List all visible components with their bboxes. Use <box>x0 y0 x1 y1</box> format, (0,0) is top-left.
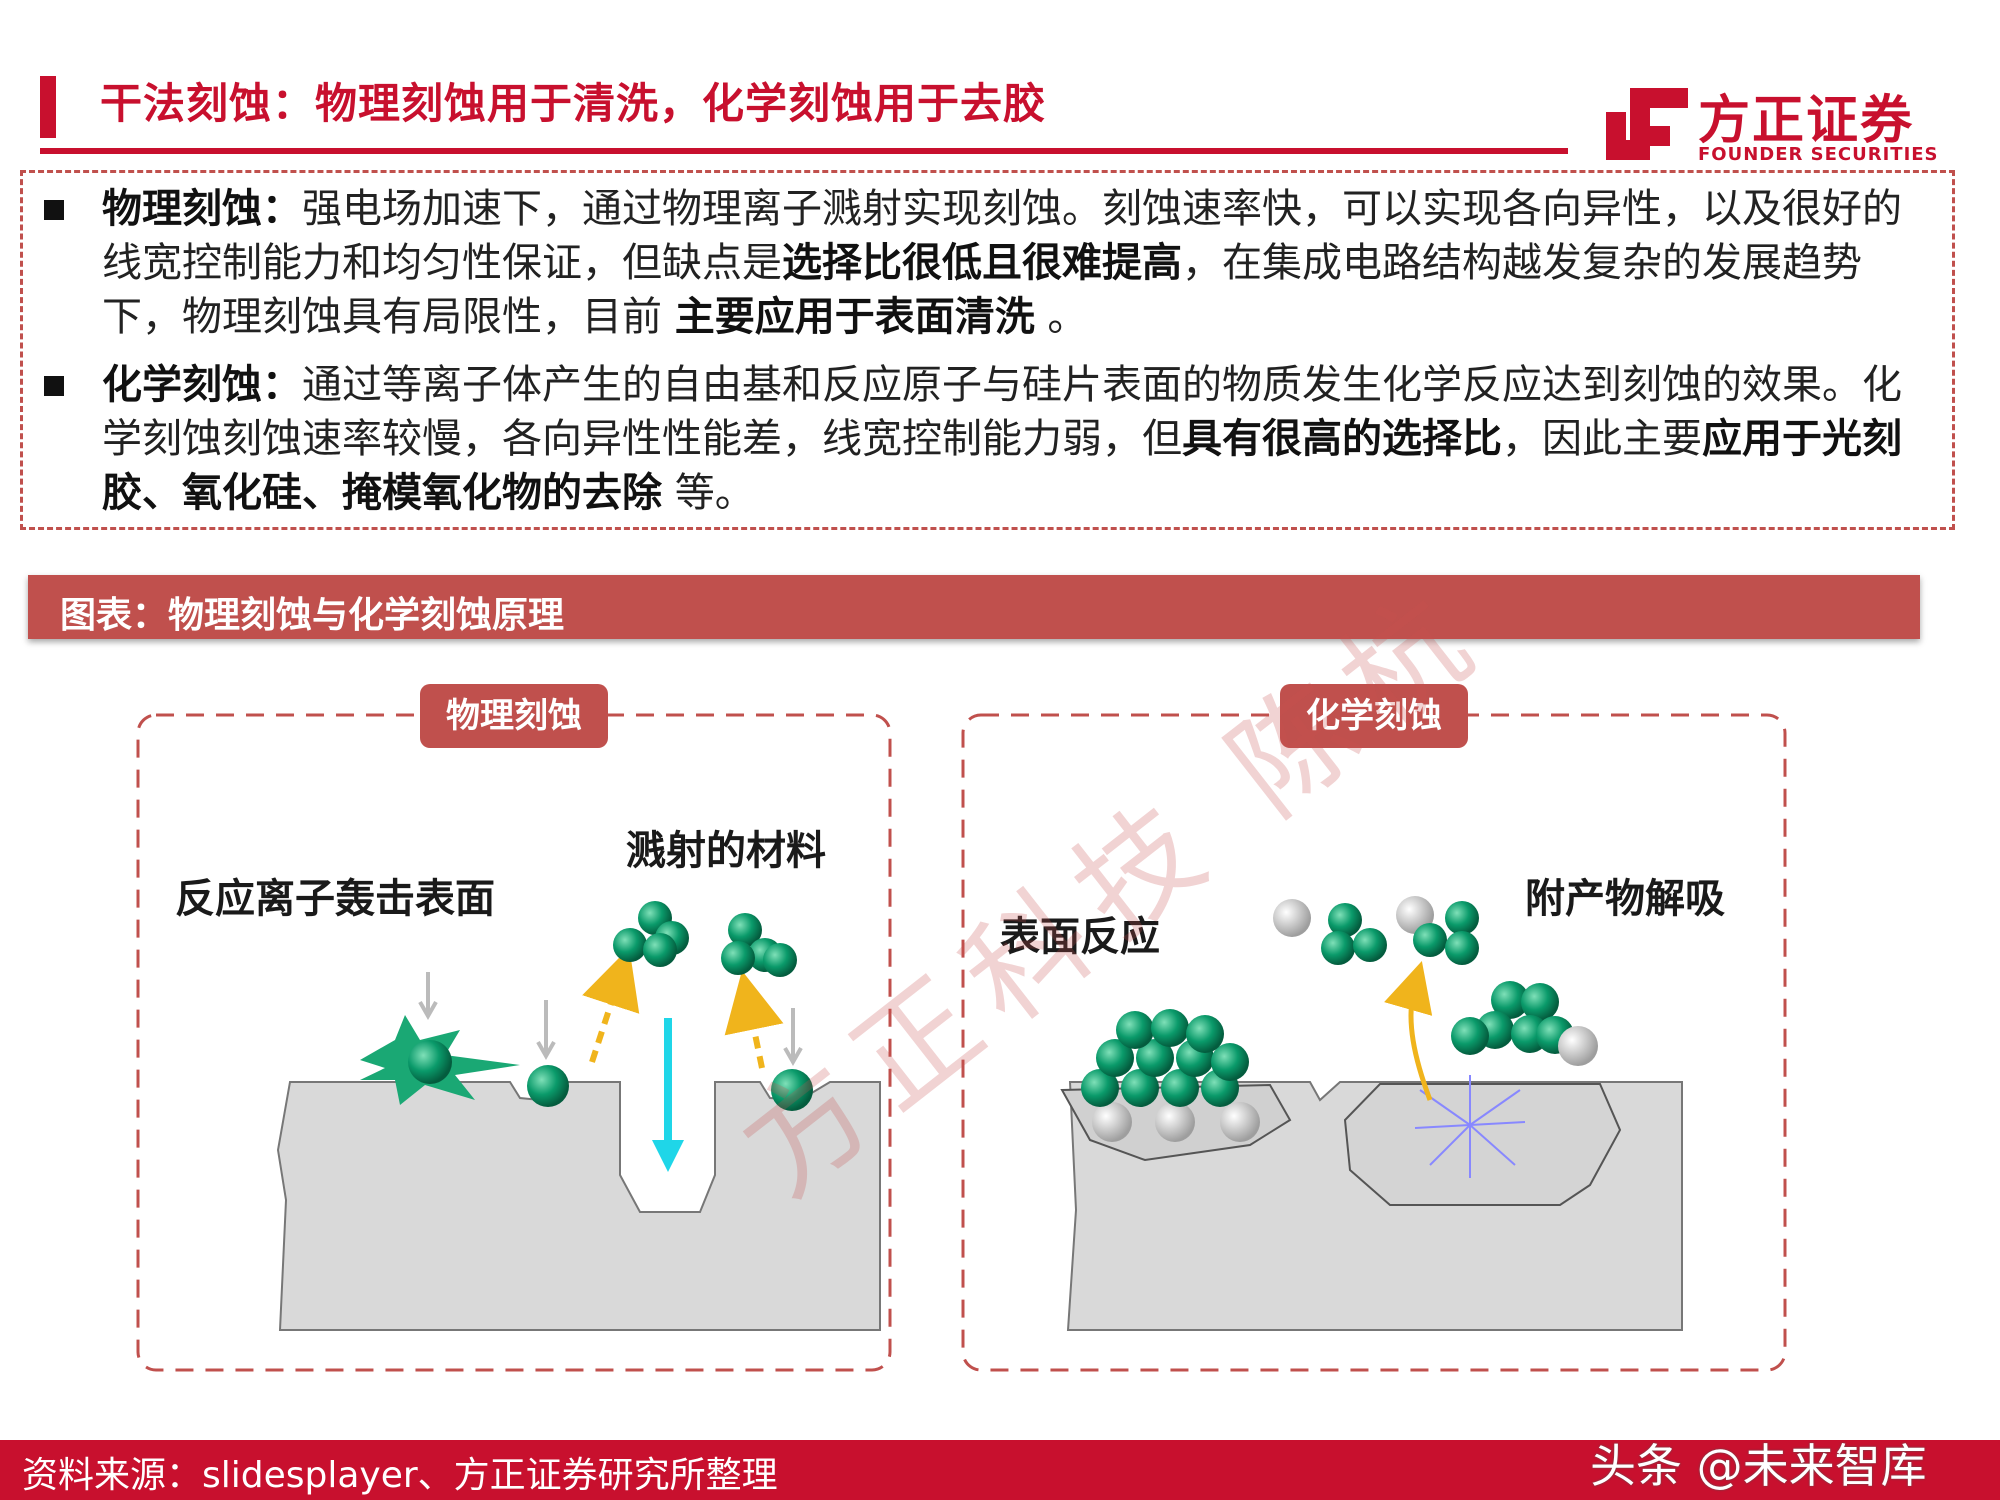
physical-panel-border <box>136 713 892 1372</box>
bullet-text: ，因此主要 <box>1502 416 1702 462</box>
footer-bar <box>0 1440 2000 1500</box>
byproduct-cluster <box>1451 981 1574 1055</box>
figure-title-bar <box>28 575 1920 639</box>
desorption-pit <box>1343 1083 1622 1206</box>
bullet-bold: 具有很高的选择比 <box>1182 416 1502 462</box>
label-byproduct-desorption: 附产物解吸 <box>1525 876 1725 922</box>
bullet-text: 通过等离子体产生的自由基和反应原子与硅片表面的物质发生化学反应达到刻蚀的效果。化… <box>102 362 1902 462</box>
ion-atom <box>408 1040 452 1084</box>
label-surface-reaction: 表面反应 <box>1000 914 1160 960</box>
footer-source: 资料来源：slidesplayer、方正证券研究所整理 <box>22 1455 778 1496</box>
page-title: 干法刻蚀：物理刻蚀用于清洗，化学刻蚀用于去胶 <box>100 79 1047 128</box>
incoming-ion-arrow <box>418 972 438 1021</box>
bullet-text: 。 <box>1034 294 1088 340</box>
label-ion-bombard: 反应离子轰击表面 <box>175 876 495 922</box>
incoming-ion-arrow <box>783 1008 803 1067</box>
reaction-starburst <box>1414 1075 1526 1178</box>
logo-subtitle: FOUNDER SECURITIES <box>1698 144 1939 165</box>
bullet-bold: 应用于光刻胶、氧化硅、掩模氧化物的去除 <box>102 416 1902 516</box>
ion-atom <box>771 1069 813 1111</box>
ion-atom <box>527 1065 569 1107</box>
byproduct-atom <box>1092 1102 1132 1142</box>
title-accent-bar <box>40 76 56 138</box>
bullet-physical-etch: 物理刻蚀：强电场加速下，通过物理离子溅射实现刻蚀。刻蚀速率快，可以实现各向异性，… <box>102 182 1922 344</box>
sputtered-cluster <box>721 913 797 977</box>
label-sputtered-material: 溅射的材料 <box>626 828 826 874</box>
byproduct-atom <box>1558 1026 1598 1066</box>
byproduct-cluster <box>1321 903 1387 965</box>
chemical-etch-tag: 化学刻蚀 <box>1280 684 1468 748</box>
sputtered-cluster <box>613 901 689 967</box>
bullet-text: 强电场加速下，通过物理离子溅射实现刻蚀。刻蚀速率快，可以实现各向异性，以及很好的… <box>102 186 1902 286</box>
byproduct-atom <box>1273 899 1311 937</box>
figure-title: 图表：物理刻蚀与化学刻蚀原理 <box>60 595 565 636</box>
logo-name: 方正证券 <box>1698 91 1915 151</box>
bullet-term: 化学刻蚀： <box>102 362 302 408</box>
physical-etch-tag: 物理刻蚀 <box>420 684 608 748</box>
incoming-ion-arrow <box>536 1000 556 1061</box>
bullet-square-icon <box>44 376 64 396</box>
byproduct-atom <box>1155 1102 1195 1142</box>
bullet-text: 等。 <box>662 470 755 516</box>
byproduct-cluster <box>1413 901 1479 965</box>
bullet-square-icon <box>44 200 64 220</box>
footer-credit: 头条 @未来智库 <box>1590 1439 1927 1493</box>
bullet-term: 物理刻蚀： <box>102 186 302 232</box>
bullet-text: ，在集成电路结构越发复杂的发展趋势下，物理刻蚀具有局限性，目前 <box>102 240 1862 340</box>
desorption-arrow <box>1384 960 1433 1101</box>
summary-box <box>20 170 1955 530</box>
founder-logo-icon <box>1606 88 1688 160</box>
sputter-arrow <box>724 970 784 1069</box>
title-underline <box>40 148 1568 154</box>
byproduct-atom <box>1220 1102 1260 1142</box>
surface-reaction-cluster <box>1081 1009 1249 1107</box>
bullet-bold: 选择比很低且很难提高 <box>782 240 1182 286</box>
bullet-chemical-etch: 化学刻蚀：通过等离子体产生的自由基和反应原子与硅片表面的物质发生化学反应达到刻蚀… <box>102 358 1922 520</box>
bullet-bold: 主要应用于表面清洗 <box>674 294 1035 340</box>
sputter-arrow <box>582 947 640 1063</box>
